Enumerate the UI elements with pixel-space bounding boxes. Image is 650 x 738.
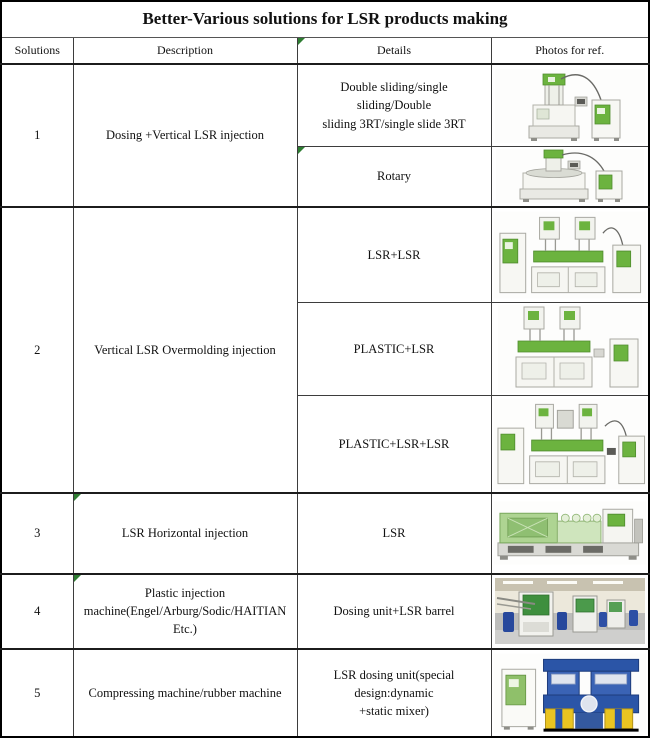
comment-marker-icon [298,147,305,154]
details-cell: PLASTIC+LSR+LSR [296,394,492,494]
photo-cell [490,63,650,147]
photo-vertical-injection-sliding [494,66,647,145]
page-title: Better-Various solutions for LSR product… [0,0,650,38]
comment-marker-icon [74,495,81,502]
details-cell: Rotary [296,145,492,208]
solution-number-cell: 4 [0,572,74,650]
details-cell: LSR dosing unit(special design:dynamic +… [296,647,492,738]
solution-number-cell: 3 [0,492,74,575]
details-cell: Dosing unit+LSR barrel [296,572,492,650]
table-row: 3 LSR Horizontal injection LSR [0,492,650,575]
comment-marker-icon [298,38,305,45]
column-header-description: Description [72,36,298,65]
details-cell: LSR [296,492,492,575]
description-cell: Plastic injection machine(Engel/Arburg/S… [72,572,298,650]
photo-cell [490,145,650,208]
table-row: Solutions Description Details Photos for… [0,36,650,65]
photo-overmolding-plastic-lsr-lsr [493,397,647,492]
details-cell: Double sliding/single sliding/Double sli… [296,63,492,147]
solution-number-cell: 1 [0,63,74,208]
photo-cell [490,492,650,575]
column-header-solutions: Solutions [0,36,74,65]
description-cell: Compressing machine/rubber machine [72,647,298,738]
photo-compressing-machine [493,651,647,735]
photo-overmolding-plastic-lsr [494,304,647,393]
table-row: Better-Various solutions for LSR product… [0,0,650,38]
column-header-details-label: Details [377,42,411,57]
table-row: 2 Vertical LSR Overmolding injection LSR… [0,205,650,494]
photo-factory-floor [494,576,647,647]
photo-cell [490,647,650,738]
photo-horizontal-injection [493,495,647,571]
column-header-details: Details [296,36,492,65]
photo-overmolding-lsr-lsr [493,209,647,302]
description-cell: Vertical LSR Overmolding injection [72,205,298,494]
table-row: 4 Plastic injection machine(Engel/Arburg… [0,572,650,650]
table-row: PLASTIC+LSR+LSR [1,394,650,494]
photo-cell [490,205,650,304]
details-cell: PLASTIC+LSR [296,302,492,396]
photo-cell [490,572,650,650]
details-cell: LSR+LSR [296,205,492,304]
table-row: 1 Dosing +Vertical LSR injection Double … [0,63,650,208]
table-row: PLASTIC+LSR [1,302,650,396]
table-row: 5 Compressing machine/rubber machine LSR… [0,647,650,738]
description-cell: Dosing +Vertical LSR injection [72,63,298,208]
solution-number-cell: 2 [0,205,74,494]
photo-cell [490,394,650,494]
photo-vertical-injection-rotary [494,148,647,205]
solution-number-cell: 5 [0,647,74,738]
comment-marker-icon [74,575,81,582]
description-cell: LSR Horizontal injection [72,492,298,575]
photo-cell [490,302,650,396]
column-header-photos: Photos for ref. [490,36,650,65]
